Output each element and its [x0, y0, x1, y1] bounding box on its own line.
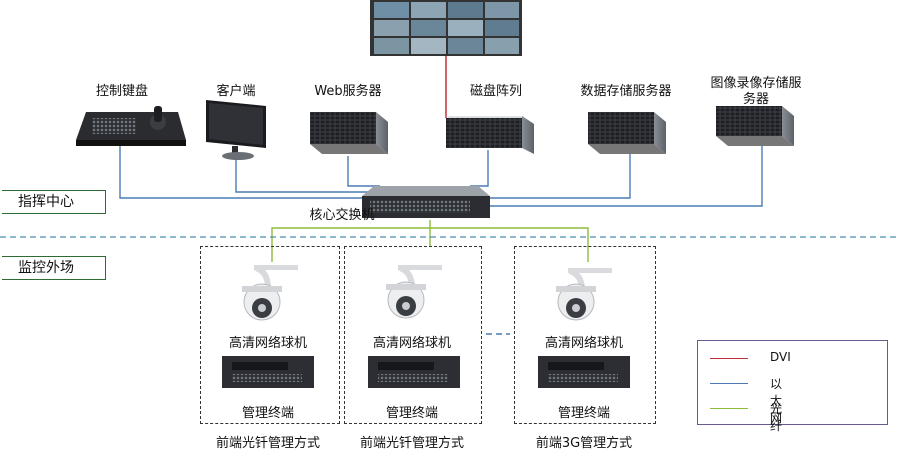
label-image-server-2: 务器: [742, 92, 770, 107]
legend: DVI 以太网 光纤: [697, 340, 888, 433]
legend-swatch-ethernet: [710, 383, 748, 384]
group-1-mode-label: 前端光钎管理方式: [215, 436, 321, 451]
group-3-mode-label: 前端3G管理方式: [535, 436, 633, 451]
group-2-terminal-label: 管理终端: [385, 406, 439, 421]
zone-command-center: 指挥中心: [2, 190, 106, 214]
zone-field-monitoring: 监控外场: [2, 256, 106, 280]
group-2-camera-label: 高清网络球机: [372, 336, 452, 351]
client-monitor-icon: [206, 100, 266, 160]
control-keyboard-icon: [76, 106, 186, 146]
video-wall: [370, 0, 522, 56]
label-client: 客户端: [216, 84, 256, 99]
disk-array-icon: [446, 116, 534, 154]
group-3: [514, 246, 656, 424]
label-web-server: Web服务器: [314, 84, 382, 99]
legend-swatch-dvi: [710, 358, 748, 359]
legend-label-fiber: 光纤: [770, 402, 783, 433]
fiber-lines: [271, 220, 589, 262]
core-switch-icon: [362, 186, 490, 218]
web-server-icon: [310, 112, 388, 154]
camera-1-icon: [242, 265, 298, 321]
group-1: [200, 246, 340, 424]
legend-label-dvi: DVI: [770, 350, 791, 364]
camera-3-icon: [556, 268, 612, 321]
group-1-camera-label: 高清网络球机: [228, 336, 308, 351]
image-server-icon: [716, 106, 794, 146]
terminal-1-icon: [222, 356, 314, 388]
data-server-icon: [588, 112, 666, 154]
group-2-mode-label: 前端光钎管理方式: [359, 436, 465, 451]
group-3-camera-label: 高清网络球机: [544, 336, 624, 351]
group-1-terminal-label: 管理终端: [241, 406, 295, 421]
legend-swatch-fiber: [710, 408, 748, 409]
label-core-switch: 核心交换机: [309, 208, 375, 223]
label-disk-array: 磁盘阵列: [469, 84, 523, 99]
camera-2-icon: [386, 265, 442, 319]
ethernet-lines: [119, 140, 763, 207]
label-image-server-1: 图像录像存储服: [710, 76, 802, 91]
label-control-keyboard: 控制键盘: [95, 84, 149, 99]
group-3-terminal-label: 管理终端: [557, 406, 611, 421]
terminal-3-icon: [538, 356, 630, 388]
legend-label-ethernet: 以太网: [770, 377, 783, 425]
group-2: [344, 246, 482, 424]
label-data-server: 数据存储服务器: [580, 84, 672, 99]
terminal-2-icon: [368, 356, 460, 388]
